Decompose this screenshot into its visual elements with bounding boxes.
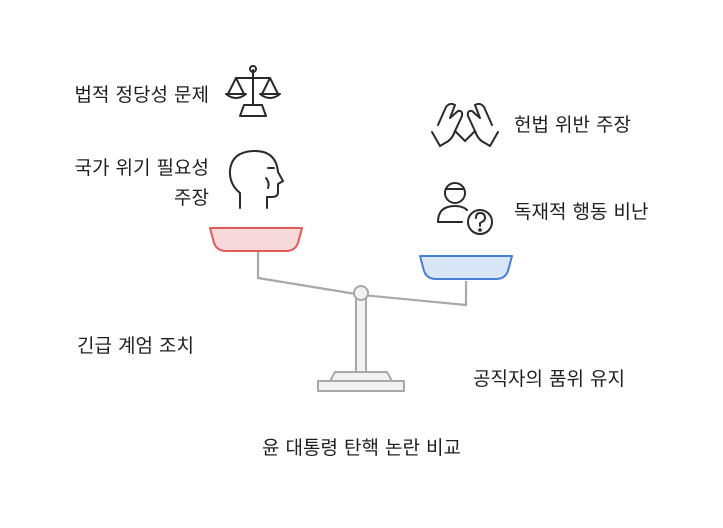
- hands-praying-icon: [431, 102, 499, 147]
- left-label-legal-legitimacy: 법적 정당성 문제: [74, 84, 209, 106]
- left-pan: [209, 227, 303, 252]
- left-label-emergency-martial-law: 긴급 계엄 조치: [77, 335, 194, 357]
- scale-pole: [355, 295, 367, 373]
- right-label-constitution-violation: 헌법 위반 주장: [514, 114, 631, 136]
- left-label-national-crisis-line2: 주장: [174, 187, 209, 209]
- left-label-national-crisis-line1: 국가 위기 필요성: [74, 157, 209, 179]
- scale-base: [317, 371, 405, 392]
- scales-of-justice-icon: [225, 65, 281, 117]
- person-question-icon: [437, 182, 493, 235]
- thinking-head-icon: [228, 149, 284, 209]
- right-pan: [419, 255, 513, 280]
- scale-pivot: [353, 285, 369, 301]
- diagram-title: 윤 대통령 탄핵 논란 비교: [262, 437, 461, 459]
- left-label-national-crisis: 국가 위기 필요성 주장: [75, 153, 209, 213]
- right-label-dictatorial-criticism: 독재적 행동 비난: [514, 201, 649, 223]
- right-label-official-dignity: 공직자의 품위 유지: [473, 368, 625, 390]
